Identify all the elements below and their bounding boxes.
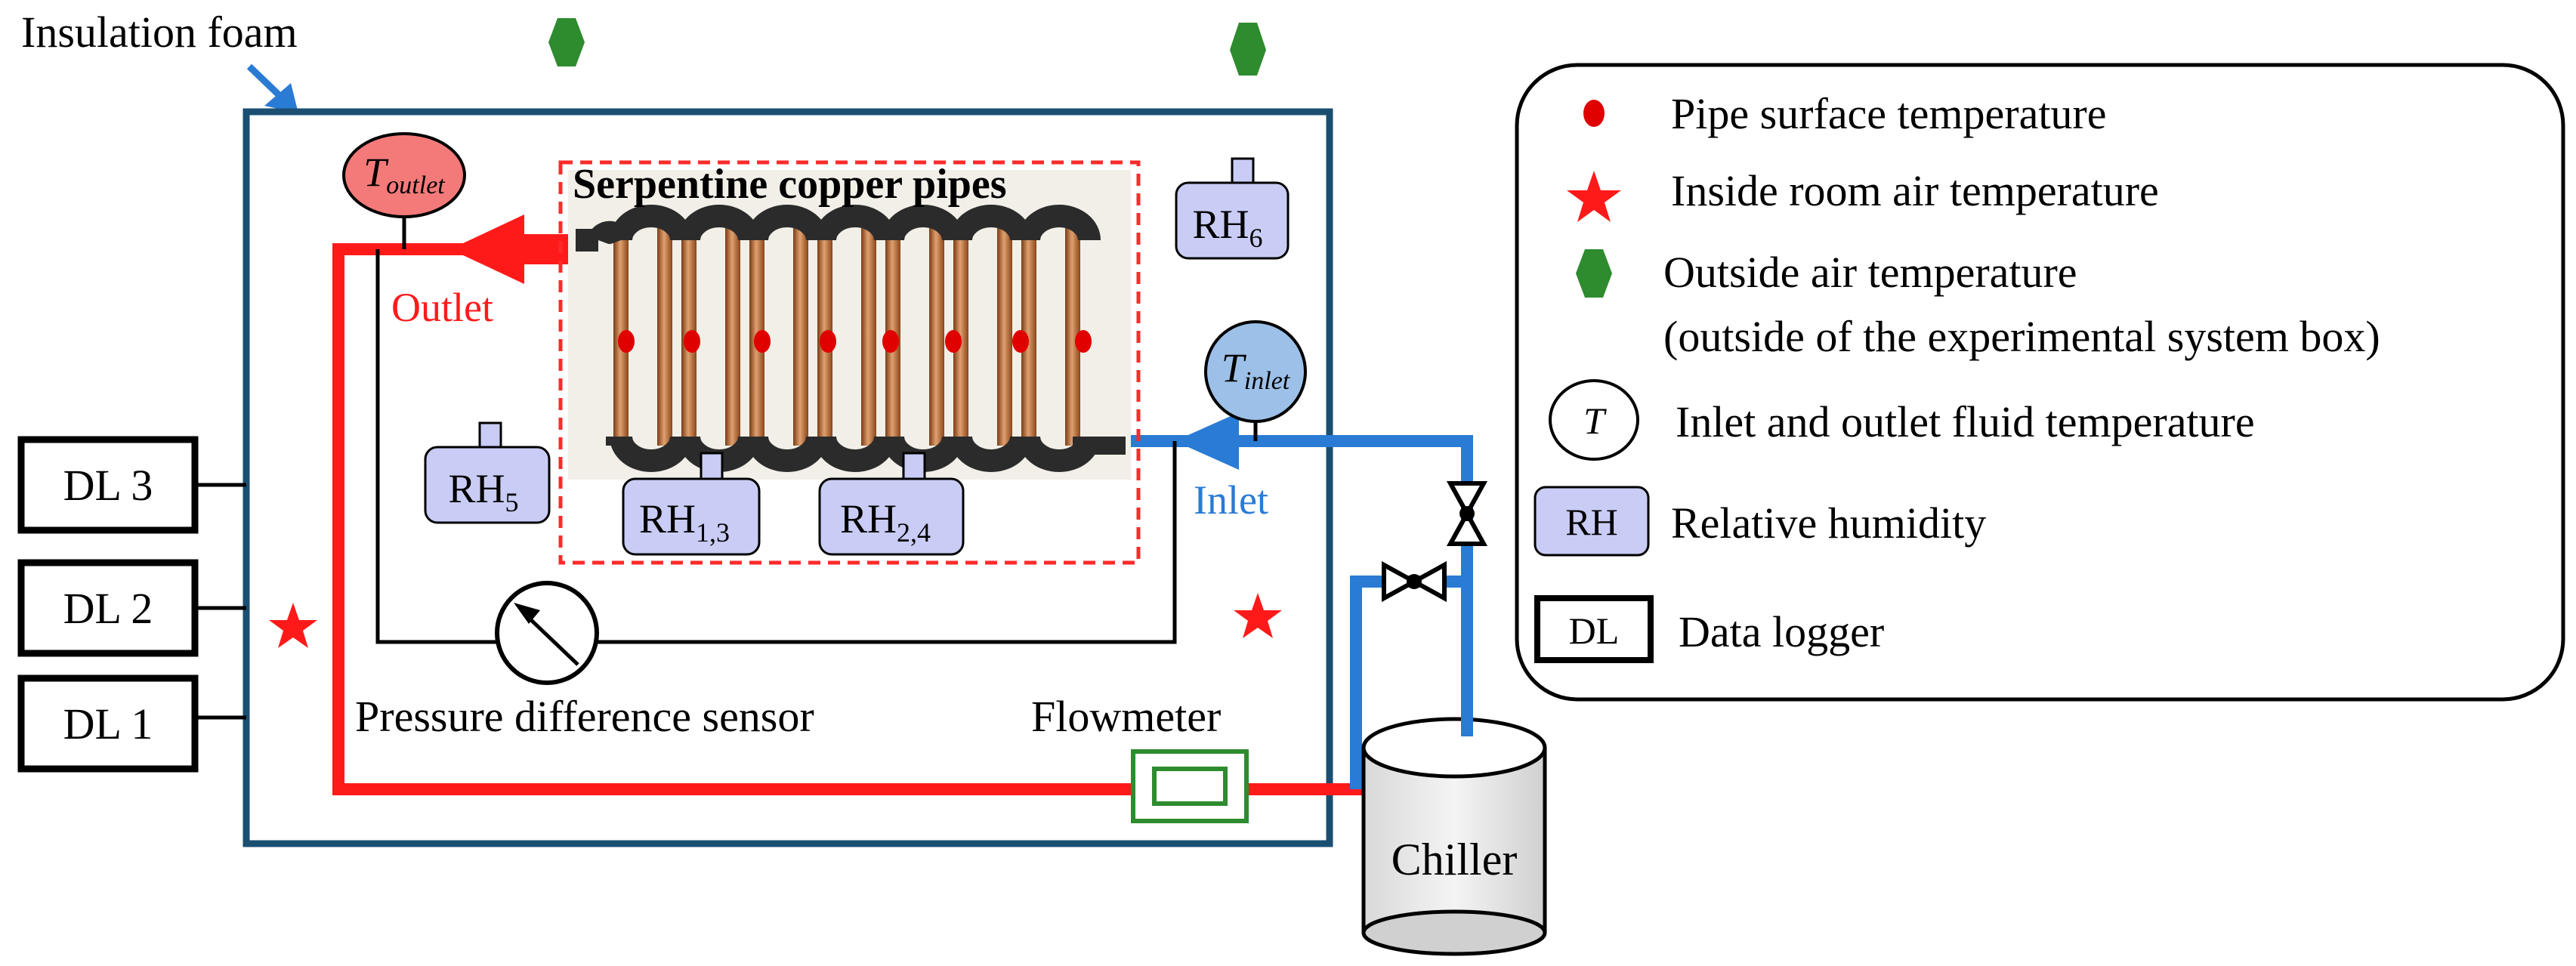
flowmeter: [1131, 749, 1249, 823]
serpentine-region: [558, 160, 1141, 565]
rh5-text: RH: [448, 466, 505, 511]
inlet-supply-line: [1129, 435, 1473, 725]
legend-outside-air: Outside air temperature: [1663, 248, 2077, 297]
outlet-temperature-sensor: Toutlet: [342, 132, 466, 249]
dl3-label: DL 3: [63, 461, 153, 510]
inlet-label: Inlet: [1194, 477, 1268, 523]
rh-sensor-1-3: RH1,3: [622, 452, 761, 556]
serpentine-label: Serpentine copper pipes: [573, 161, 1007, 208]
chiller: Chiller: [1361, 717, 1547, 956]
rh13-label: RH1,3: [639, 496, 730, 548]
legend-pipe-surface: Pipe surface temperature: [1671, 89, 2107, 138]
pressure-sensor-line: [375, 249, 497, 644]
legend-fluid-temp: Inlet and outlet fluid temperature: [1676, 397, 2255, 446]
insulation-foam-label: Insulation foam: [21, 8, 298, 57]
rh13-subscript: 1,3: [696, 517, 730, 548]
data-logger-2: DL 2: [17, 559, 246, 657]
rh5-label: RH5: [448, 466, 518, 517]
pipe-surface-markers: [618, 330, 1092, 353]
legend: Pipe surface temperature Inside room air…: [1515, 63, 2565, 702]
rh24-label: RH2,4: [840, 496, 931, 548]
inlet-temperature-sensor: Tinlet: [1204, 320, 1307, 441]
rh-sensor-6: RH6: [1175, 157, 1290, 260]
legend-inside-star: [1567, 171, 1621, 222]
insulation-arrow: [246, 63, 298, 113]
dl2-label: DL 2: [63, 584, 153, 633]
legend-inside-air: Inside room air temperature: [1671, 166, 2159, 215]
legend-rh-label: Relative humidity: [1671, 498, 1986, 548]
rh24-text: RH: [840, 496, 897, 542]
rh6-label: RH6: [1192, 202, 1262, 253]
outside-air-marker-right: [1230, 23, 1266, 76]
valve-vertical: [1446, 481, 1488, 546]
t-inlet-subscript: inlet: [1244, 367, 1291, 395]
t-outlet-subscript: outlet: [386, 171, 446, 199]
t-inlet-symbol: T: [1222, 345, 1247, 390]
flowmeter-label: Flowmeter: [1031, 692, 1221, 741]
legend-rh-symbol: RH: [1565, 501, 1617, 543]
outside-air-marker-left: [548, 18, 585, 66]
outlet-flow-arrow: [450, 214, 574, 284]
pressure-sensor-line-right: [597, 441, 1177, 644]
legend-dl-symbol: DL: [1569, 610, 1620, 652]
rh6-text: RH: [1192, 202, 1249, 247]
t-inlet-label: Tinlet: [1222, 345, 1291, 395]
pressure-difference-sensor: [495, 581, 599, 685]
legend-dl-box: [1534, 595, 1654, 663]
inlet-flow-arrow: [1175, 412, 1239, 470]
data-logger-3: DL 3: [17, 436, 246, 534]
legend-fluid-symbol-circle: [1549, 379, 1639, 461]
outlet-label: Outlet: [391, 285, 493, 330]
outlet-return-line: [332, 243, 1133, 795]
pressure-sensor-label: Pressure difference sensor: [355, 692, 814, 741]
rh6-subscript: 6: [1249, 223, 1263, 253]
dl1-label: DL 1: [63, 699, 153, 748]
valve-horizontal: [1382, 560, 1447, 603]
legend-outside-hexagon: [1576, 249, 1612, 298]
legend-fluid-symbol: T: [1583, 400, 1607, 442]
rh-sensor-2-4: RH2,4: [818, 452, 965, 556]
inside-air-marker-right: [1234, 593, 1282, 638]
legend-rh-box: [1534, 486, 1650, 557]
legend-dl-label: Data logger: [1679, 607, 1884, 656]
experimental-system-box: [242, 108, 1333, 847]
t-outlet-symbol: T: [363, 150, 389, 195]
chiller-label: Chiller: [1391, 835, 1518, 884]
data-logger-1: DL 1: [17, 674, 246, 773]
rh13-text: RH: [639, 496, 696, 542]
inside-air-marker-left: [269, 603, 317, 648]
rh-sensor-5: RH5: [424, 421, 551, 524]
t-outlet-label: Toutlet: [363, 150, 446, 199]
legend-pipe-marker: [1583, 100, 1605, 127]
legend-outside-air-note: (outside of the experimental system box): [1663, 312, 2380, 361]
rh24-subscript: 2,4: [897, 517, 931, 548]
rh5-subscript: 5: [505, 487, 519, 517]
